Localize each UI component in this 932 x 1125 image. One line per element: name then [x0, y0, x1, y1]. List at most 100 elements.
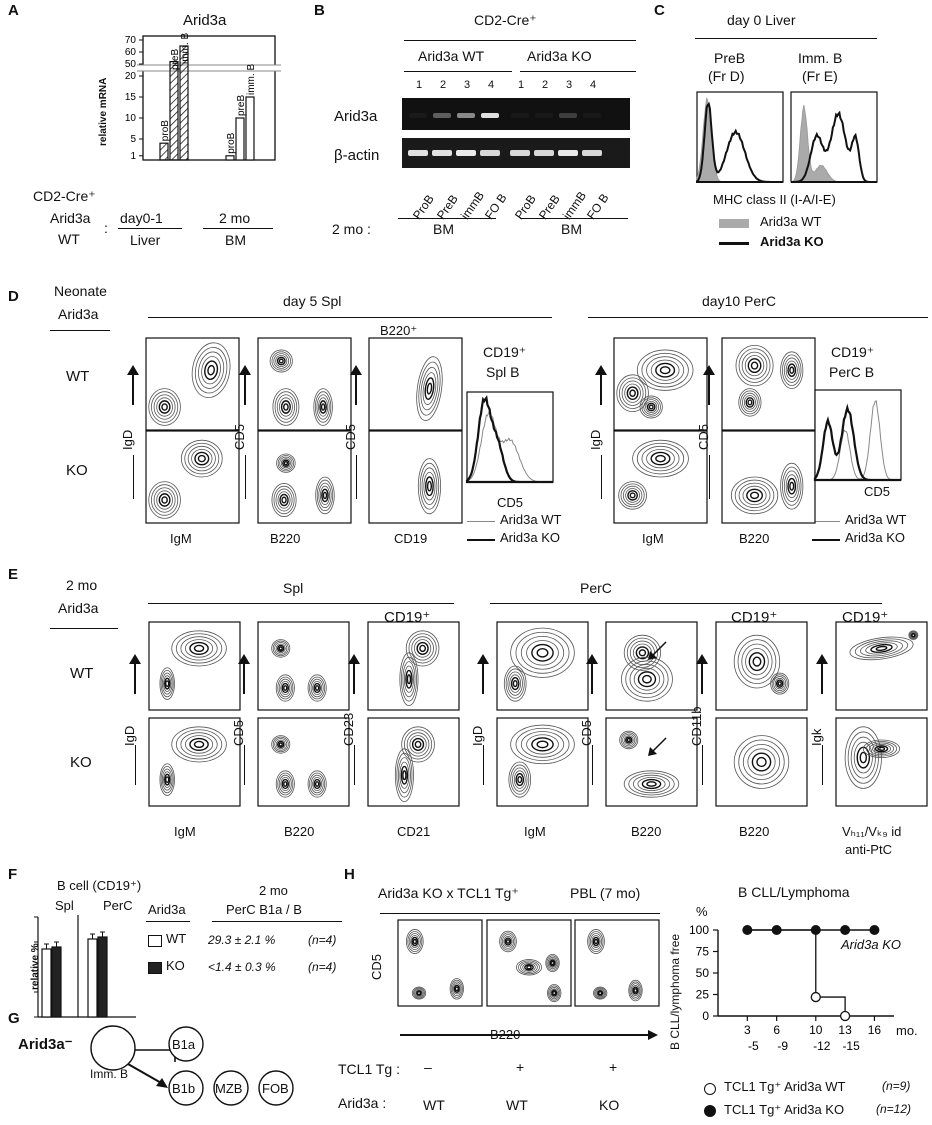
panel-d-contour-ko	[613, 430, 708, 524]
contour-line	[159, 763, 175, 796]
panel-g-diagram	[90, 1025, 294, 1106]
contour-line	[520, 961, 538, 973]
contour-line	[276, 453, 296, 473]
surv-wt-marker	[839, 1010, 851, 1022]
contour-line	[536, 740, 549, 749]
axis-arrow-head	[477, 654, 489, 664]
panel-d-ylabel: IgD	[588, 429, 603, 450]
panel-e-ylabel: CD11b	[689, 706, 704, 746]
panel-e-side1: 2 mo	[66, 577, 98, 593]
panel-label-g: G	[8, 1010, 20, 1027]
panel-h-tcl1-label: TCL1 Tg :	[338, 1061, 400, 1077]
panel-f-n-wt: (n=4)	[308, 933, 337, 947]
panel-h-ylabel-surv: B CLL/lymphoma free	[668, 933, 682, 1050]
axis-arrow-head	[703, 365, 715, 375]
contour-line	[636, 442, 685, 475]
contour-line	[637, 777, 666, 792]
panel-a-ytick-label: 5	[130, 134, 136, 145]
contour-line	[414, 639, 432, 658]
contour-line	[531, 643, 554, 662]
panel-f-n-ko: (n=4)	[308, 960, 337, 974]
panel-e-group-perc: PerC	[580, 580, 612, 596]
contour-line	[451, 981, 462, 997]
panel-b-band-arid3a	[433, 113, 451, 118]
panel-h-tcl1-1: –	[424, 1059, 432, 1075]
contour-line	[512, 679, 518, 688]
contour-line	[639, 395, 663, 419]
contour-line	[278, 742, 283, 747]
contour-line	[548, 958, 557, 968]
contour-line	[500, 932, 516, 951]
panel-d-group1-line	[148, 317, 552, 318]
axis-arrow-head	[238, 654, 250, 664]
contour-line	[620, 483, 645, 508]
surv-xtick2-label: -5	[748, 1039, 759, 1053]
panel-e-last-x1: Vₕ₁₁/Vₖ₉ id	[842, 824, 902, 839]
contour-line	[545, 954, 560, 973]
panel-e-axis-bar	[822, 745, 823, 785]
contour-line	[504, 937, 512, 946]
contour-line	[785, 474, 798, 499]
contour-line	[547, 956, 558, 970]
panel-h-legend-ko: TCL1 Tg⁺ Arid3a KO	[724, 1102, 845, 1117]
contour-line	[785, 360, 798, 380]
contour-line	[622, 485, 643, 506]
contour-line	[655, 454, 666, 463]
contour-line	[650, 451, 671, 466]
contour-line	[518, 960, 540, 975]
panel-h-ko-annot: Arid3a KO	[841, 937, 901, 952]
axis-arrow-head	[129, 654, 141, 664]
panel-c-hist1	[696, 91, 784, 183]
contour-line	[156, 397, 173, 417]
contour-line	[453, 983, 461, 995]
contour-line	[399, 761, 410, 789]
contour-line	[623, 770, 680, 798]
panel-e-xlabel: B220	[284, 824, 315, 839]
panel-f-bar	[97, 936, 108, 1018]
panel-d-axis-arrow	[703, 365, 715, 405]
contour-line	[189, 737, 209, 751]
contour-line	[171, 726, 227, 763]
contour-line	[274, 642, 288, 655]
panel-f-swatch-wt	[148, 935, 162, 947]
contour-line	[646, 781, 657, 787]
panel-c-title: day 0 Liver	[727, 12, 796, 28]
panel-e-diag-arrow	[648, 641, 667, 660]
contour-line	[419, 462, 440, 510]
panel-b-band-arid3a	[535, 113, 553, 118]
contour-line	[158, 493, 171, 507]
contour-line	[625, 660, 669, 698]
contour-line	[397, 757, 411, 794]
contour-line	[280, 777, 291, 792]
contour-line	[184, 442, 220, 475]
panel-e-xlabel: B220	[631, 824, 662, 839]
panel-g-b1b-circle	[168, 1070, 204, 1106]
panel-h-arid3a-label: Arid3a :	[338, 1095, 387, 1111]
contour-line	[415, 989, 423, 997]
contour-line	[417, 458, 442, 515]
panel-h-surv-title: B CLL/Lymphoma	[738, 884, 850, 900]
panel-e-ylabel: CD5	[231, 719, 246, 746]
contour-line	[526, 965, 532, 970]
contour-line	[787, 363, 797, 378]
contour-line	[546, 955, 559, 971]
contour-line	[416, 990, 422, 996]
contour-line	[520, 635, 565, 670]
contour-line	[281, 778, 290, 790]
panel-a-bar-label: proB	[226, 132, 237, 153]
contour-line	[619, 377, 647, 409]
panel-a-group1-line1: day0-1	[120, 210, 163, 226]
panel-a-group1-line	[118, 228, 182, 229]
panel-f-val-wt: 29.3 ± 2.1 %	[208, 933, 276, 947]
contour-line	[622, 733, 636, 747]
contour-line	[641, 445, 680, 472]
panel-d-contour-ko	[145, 430, 240, 524]
contour-line	[275, 770, 295, 798]
panel-b-band-arid3a	[583, 113, 601, 118]
contour-line	[780, 462, 804, 510]
contour-line	[318, 397, 329, 417]
panel-f-ylabel: relative %	[30, 943, 41, 990]
contour-line	[148, 481, 181, 519]
panel-b-lane-number: 2	[542, 79, 549, 91]
